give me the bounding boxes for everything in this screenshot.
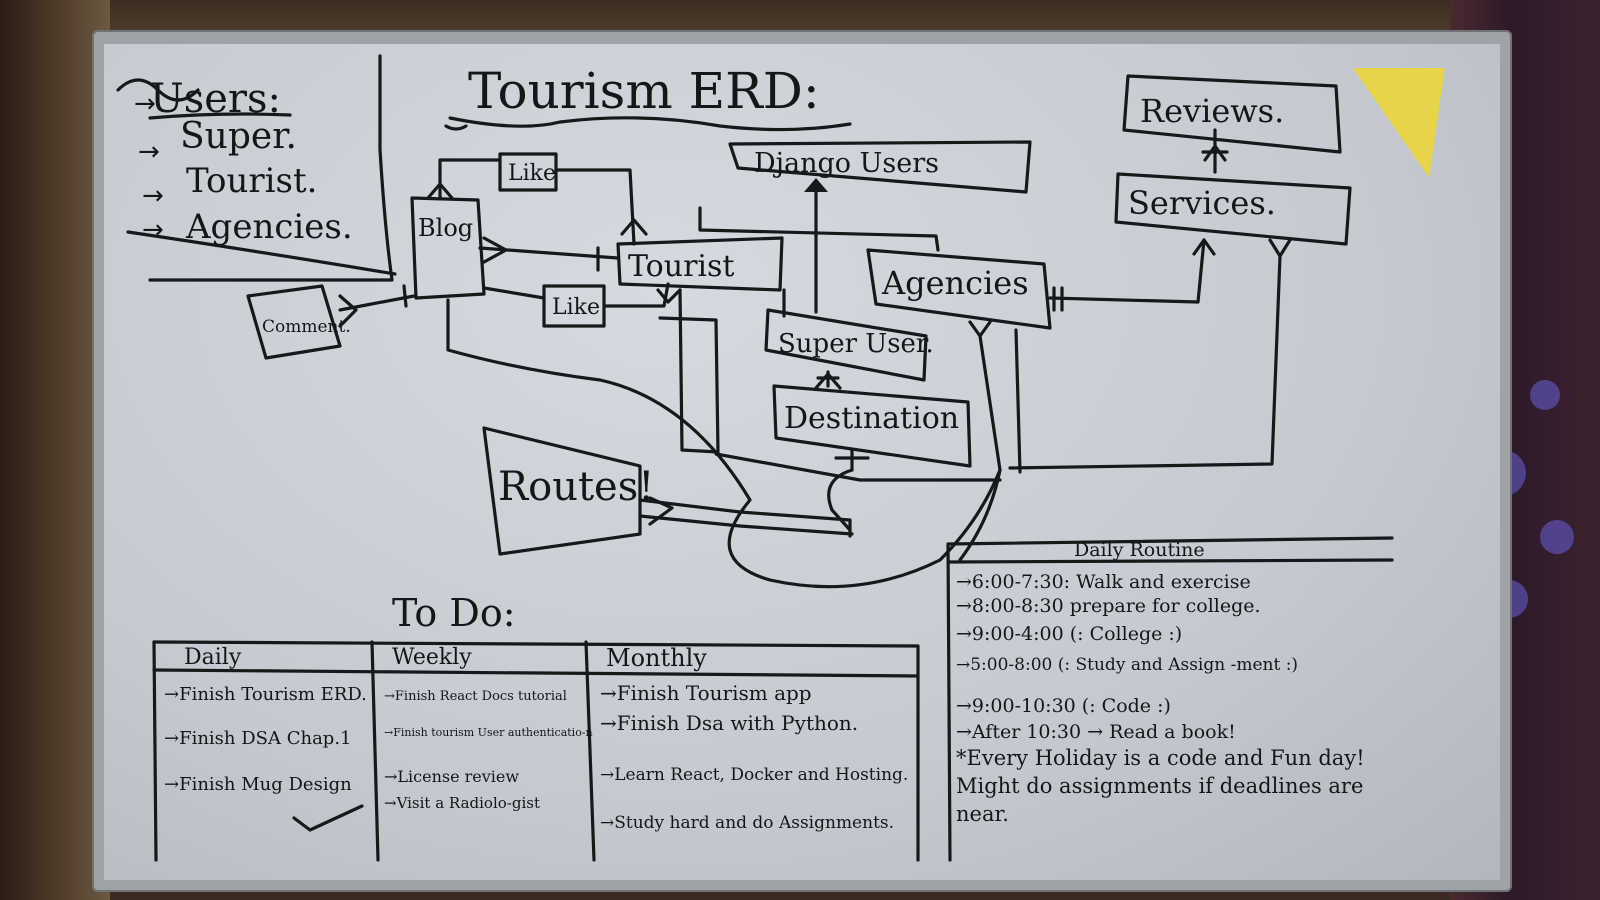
entity-super-user: Super User. — [764, 308, 934, 382]
routine-section: Daily Routine →6:00-7:30: Walk and exerc… — [946, 536, 1394, 862]
entity-label: Blog — [418, 214, 473, 242]
routine-item: →6:00-7:30: Walk and exercise — [956, 571, 1251, 593]
todo-section: To Do: Daily →Finish Tourism ERD. →Finis… — [152, 591, 920, 862]
todo-item: →Finish tourism User authenticatio-n — [384, 726, 593, 739]
todo-item: →Study hard and do Assignments. — [600, 813, 894, 833]
entity-label: Destination — [784, 401, 959, 436]
entity-services: Services. — [1114, 172, 1352, 246]
todo-column-daily: Daily →Finish Tourism ERD. →Finish DSA C… — [164, 645, 367, 832]
entity-like-top: Like — [498, 152, 558, 192]
todo-column-weekly: Weekly →Finish React Docs tutorial →Fini… — [384, 645, 593, 812]
entity-comment: Comment. — [246, 284, 351, 360]
entity-reviews: Reviews. — [1122, 74, 1342, 154]
routine-item: →5:00-8:00 (: Study and Assign -ment :) — [956, 655, 1298, 675]
routine-note-box: *Every Holiday is a code and Fun day! Mi… — [956, 746, 1365, 826]
entity-label: Super User. — [778, 329, 934, 359]
todo-title: To Do: — [392, 591, 516, 635]
entity-label: Agencies — [881, 264, 1029, 302]
routine-item: →8:00-8:30 prepare for college. — [956, 595, 1261, 617]
entity-label: Routes! — [498, 464, 654, 510]
routine-title: Daily Routine — [1074, 539, 1205, 561]
wall-left — [0, 0, 110, 900]
routine-item: →9:00-10:30 (: Code :) — [956, 695, 1171, 717]
todo-item: →Visit a Radiolo-gist — [384, 794, 540, 812]
entity-agencies: Agencies — [866, 248, 1052, 330]
todo-column-monthly: Monthly →Finish Tourism app →Finish Dsa … — [600, 644, 908, 833]
entity-label: Services. — [1128, 184, 1276, 222]
todo-item: →Finish React Docs tutorial — [384, 689, 567, 704]
todo-item: →Finish Dsa with Python. — [600, 711, 858, 735]
entity-label: Tourist — [628, 249, 734, 284]
todo-header: Weekly — [392, 645, 472, 670]
todo-header: Daily — [184, 645, 242, 670]
entity-label: Django Users — [754, 148, 939, 179]
wall-top — [0, 0, 1600, 30]
todo-item: →License review — [384, 767, 519, 786]
entity-blog: Blog — [410, 196, 486, 300]
routine-item: →After 10:30 → Read a book! — [956, 721, 1236, 743]
entity-tourist: Tourist — [616, 236, 784, 292]
check-mark-icon — [292, 804, 364, 832]
routine-note: *Every Holiday is a code and Fun day! Mi… — [956, 746, 1365, 826]
routine-item: →9:00-4:00 (: College :) — [956, 623, 1182, 645]
entity-django-users: Django Users — [728, 140, 1032, 194]
users-item: Tourist. — [186, 161, 317, 201]
todo-item: →Finish Tourism app — [600, 681, 812, 705]
entity-like-bottom: Like — [542, 284, 606, 328]
users-item: Agencies. — [185, 207, 353, 247]
todo-item: →Learn React, Docker and Hosting. — [600, 765, 908, 785]
entity-label: Comment. — [262, 317, 351, 337]
entity-label: Like — [508, 161, 556, 186]
users-list: Super. Tourist. Agencies. → → → → — [134, 89, 353, 247]
arrow-glyph: → — [142, 215, 164, 245]
erd-title: Tourism ERD: — [468, 62, 820, 120]
arrow-glyph: → — [142, 181, 164, 211]
arrow-glyph: → — [138, 137, 160, 167]
entity-label: Reviews. — [1140, 92, 1284, 130]
entity-routes: Routes! — [482, 426, 654, 556]
todo-item: →Finish DSA Chap.1 — [164, 728, 352, 749]
users-box: Users: Super. Tourist. Agencies. → → → → — [116, 54, 397, 282]
arrow-glyph: → — [134, 89, 156, 119]
todo-item: →Finish Mug Design — [164, 774, 352, 795]
entity-destination: Destination — [772, 384, 972, 468]
relationship-lines — [338, 158, 1292, 589]
users-item: Super. — [180, 116, 297, 157]
todo-header: Monthly — [606, 644, 707, 672]
entity-label: Like — [552, 295, 600, 320]
todo-item: →Finish Tourism ERD. — [164, 684, 367, 705]
